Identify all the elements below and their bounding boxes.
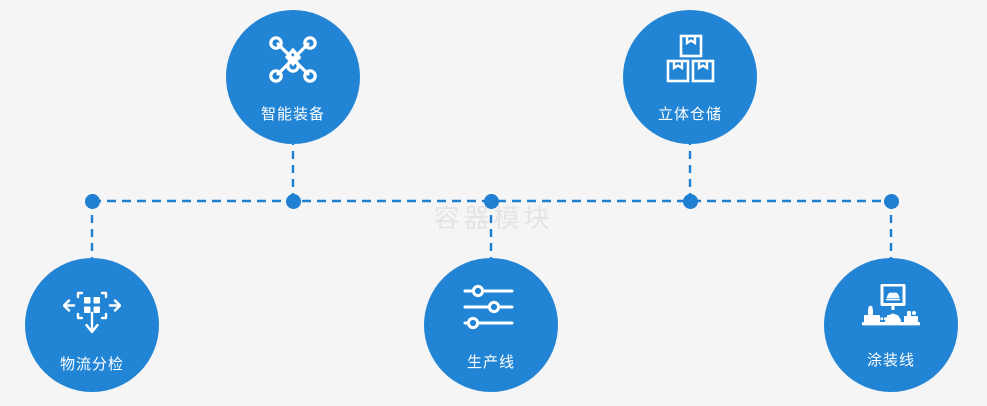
sorting-arrows-icon (62, 283, 122, 335)
node-painting[interactable] (883, 193, 899, 209)
module-label-production-line: 生产线 (466, 353, 515, 371)
stacked-boxes-icon (662, 33, 718, 87)
module-painting-line[interactable]: 涂装线 (824, 258, 958, 392)
module-label-logistics-sorting: 物流分检 (59, 355, 124, 373)
node-warehouse[interactable] (682, 193, 698, 209)
module-stereo-warehouse[interactable]: 立体仓储 (623, 10, 757, 144)
node-production[interactable] (483, 193, 499, 209)
module-smart-equipment[interactable]: 智能装备 (226, 10, 360, 144)
paint-booth-icon (860, 283, 922, 331)
node-logistics[interactable] (84, 193, 100, 209)
sliders-icon (462, 283, 520, 333)
module-label-stereo-warehouse: 立体仓储 (657, 105, 722, 123)
network-nodes-icon (265, 33, 321, 87)
module-logistics-sorting[interactable]: 物流分检 (25, 258, 159, 392)
node-equipment[interactable] (285, 193, 301, 209)
module-label-painting-line: 涂装线 (866, 351, 915, 369)
module-production-line[interactable]: 生产线 (424, 258, 558, 392)
module-label-smart-equipment: 智能装备 (260, 105, 325, 123)
